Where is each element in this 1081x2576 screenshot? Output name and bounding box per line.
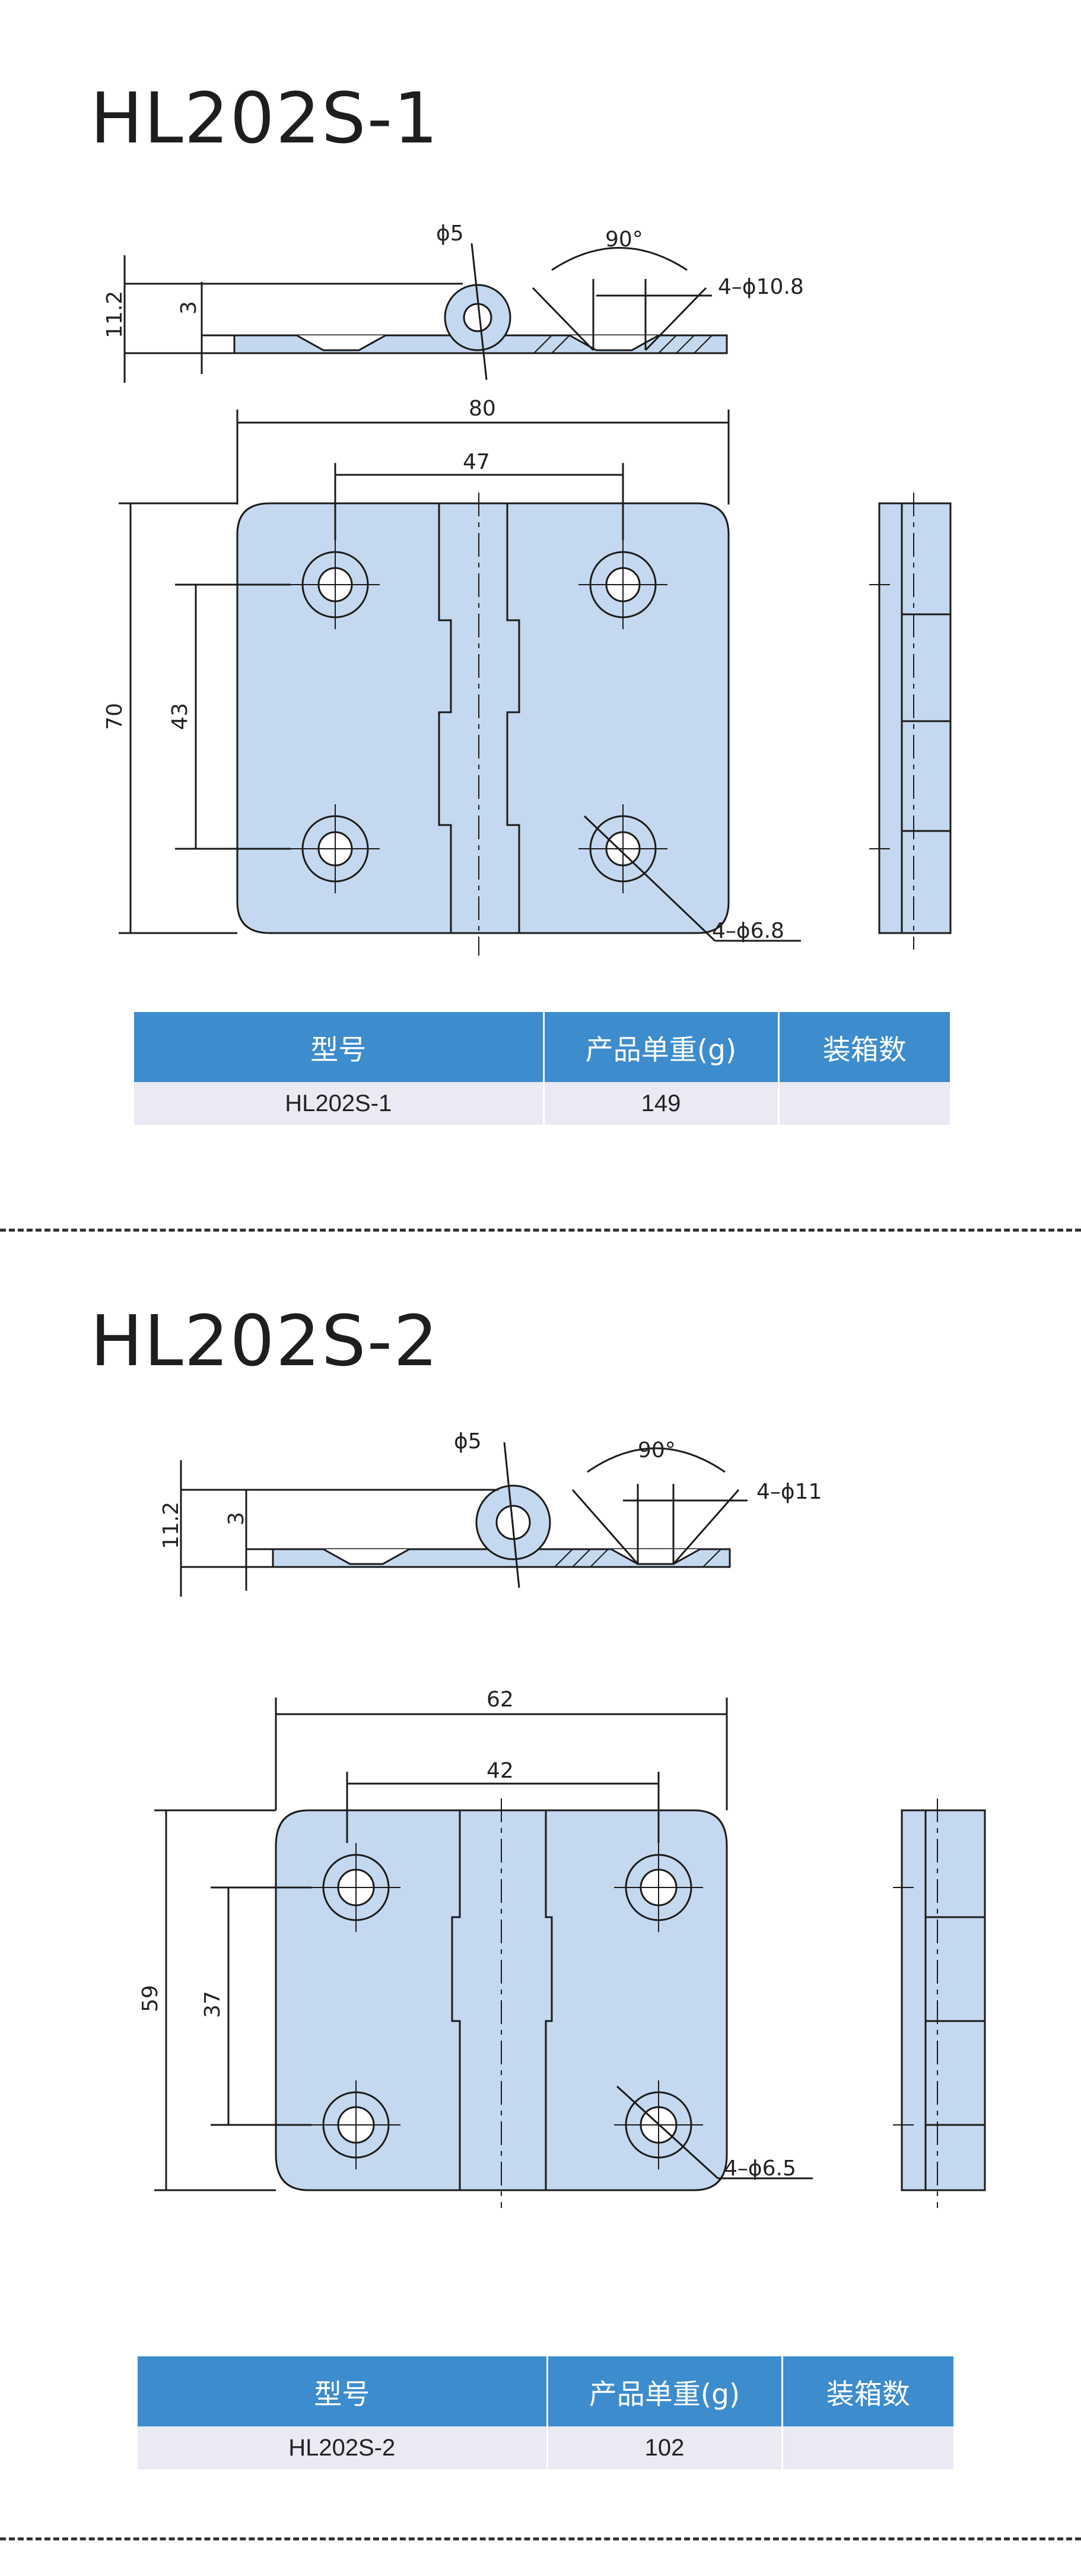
angle-label: 90° bbox=[605, 227, 643, 252]
spec-table: 型号 产品单重(g) 装箱数 HL202S-1 149 bbox=[134, 1012, 950, 1125]
header-weight: 产品单重(g) bbox=[547, 2356, 783, 2426]
cell-qty bbox=[778, 1082, 950, 1125]
table-row: HL202S-1 149 bbox=[134, 1082, 950, 1125]
hole-spacing-v-label: 43 bbox=[168, 703, 192, 730]
total-thickness-label: 11.2 bbox=[103, 291, 127, 338]
hole-spacing-v-label: 37 bbox=[201, 1991, 225, 2018]
hole-diameter-label: 4–ϕ6.5 bbox=[724, 2156, 796, 2181]
width-label: 62 bbox=[487, 1687, 514, 1712]
leaf-thickness-label: 3 bbox=[177, 301, 201, 315]
product-title: HL202S-2 bbox=[90, 1300, 440, 1382]
angle-label: 90° bbox=[638, 1438, 676, 1463]
countersink-label: 4–ϕ10.8 bbox=[718, 275, 804, 299]
hole-diameter-label: 4–ϕ6.8 bbox=[712, 919, 784, 943]
product-section-hl202s-1: HL202S-1 bbox=[0, 0, 1081, 1235]
leaf-thickness-label: 3 bbox=[224, 1512, 249, 1525]
dashed-divider bbox=[0, 2537, 1081, 2540]
cell-weight: 102 bbox=[547, 2426, 783, 2469]
dashed-divider bbox=[0, 1229, 1081, 1232]
header-model: 型号 bbox=[138, 2356, 548, 2426]
header-weight: 产品单重(g) bbox=[543, 1012, 780, 1082]
spec-table-header: 型号 产品单重(g) 装箱数 bbox=[138, 2356, 953, 2426]
cell-model: HL202S-2 bbox=[138, 2426, 548, 2469]
total-thickness-label: 11.2 bbox=[159, 1502, 183, 1549]
technical-drawing: ϕ5 90° 4–ϕ11 4–ϕ6.5 62 42 59 37 11.2 3 bbox=[138, 1429, 986, 2208]
spec-table-header: 型号 产品单重(g) 装箱数 bbox=[134, 1012, 950, 1082]
cell-qty bbox=[782, 2426, 953, 2469]
cell-weight: 149 bbox=[543, 1082, 780, 1125]
height-label: 70 bbox=[103, 703, 127, 730]
hole-spacing-h-label: 47 bbox=[463, 450, 490, 474]
product-title: HL202S-1 bbox=[90, 77, 440, 159]
technical-drawing: ϕ5 90° 4–ϕ10.8 4–ϕ6.8 80 47 70 43 11.2 3 bbox=[103, 221, 952, 956]
header-qty: 装箱数 bbox=[778, 1012, 950, 1082]
header-model: 型号 bbox=[134, 1012, 545, 1082]
pin-diameter-label: ϕ5 bbox=[454, 1429, 482, 1454]
countersink-label: 4–ϕ11 bbox=[756, 1480, 822, 1504]
cell-model: HL202S-1 bbox=[134, 1082, 545, 1125]
product-section-hl202s-2: HL202S-2 bbox=[0, 1235, 1081, 2576]
table-row: HL202S-2 102 bbox=[138, 2426, 953, 2469]
pin-diameter-label: ϕ5 bbox=[436, 221, 464, 246]
height-label: 59 bbox=[138, 1985, 163, 2012]
hole-spacing-h-label: 42 bbox=[487, 1759, 514, 1783]
spec-table: 型号 产品单重(g) 装箱数 HL202S-2 102 bbox=[138, 2356, 953, 2469]
width-label: 80 bbox=[469, 396, 496, 421]
header-qty: 装箱数 bbox=[782, 2356, 953, 2426]
